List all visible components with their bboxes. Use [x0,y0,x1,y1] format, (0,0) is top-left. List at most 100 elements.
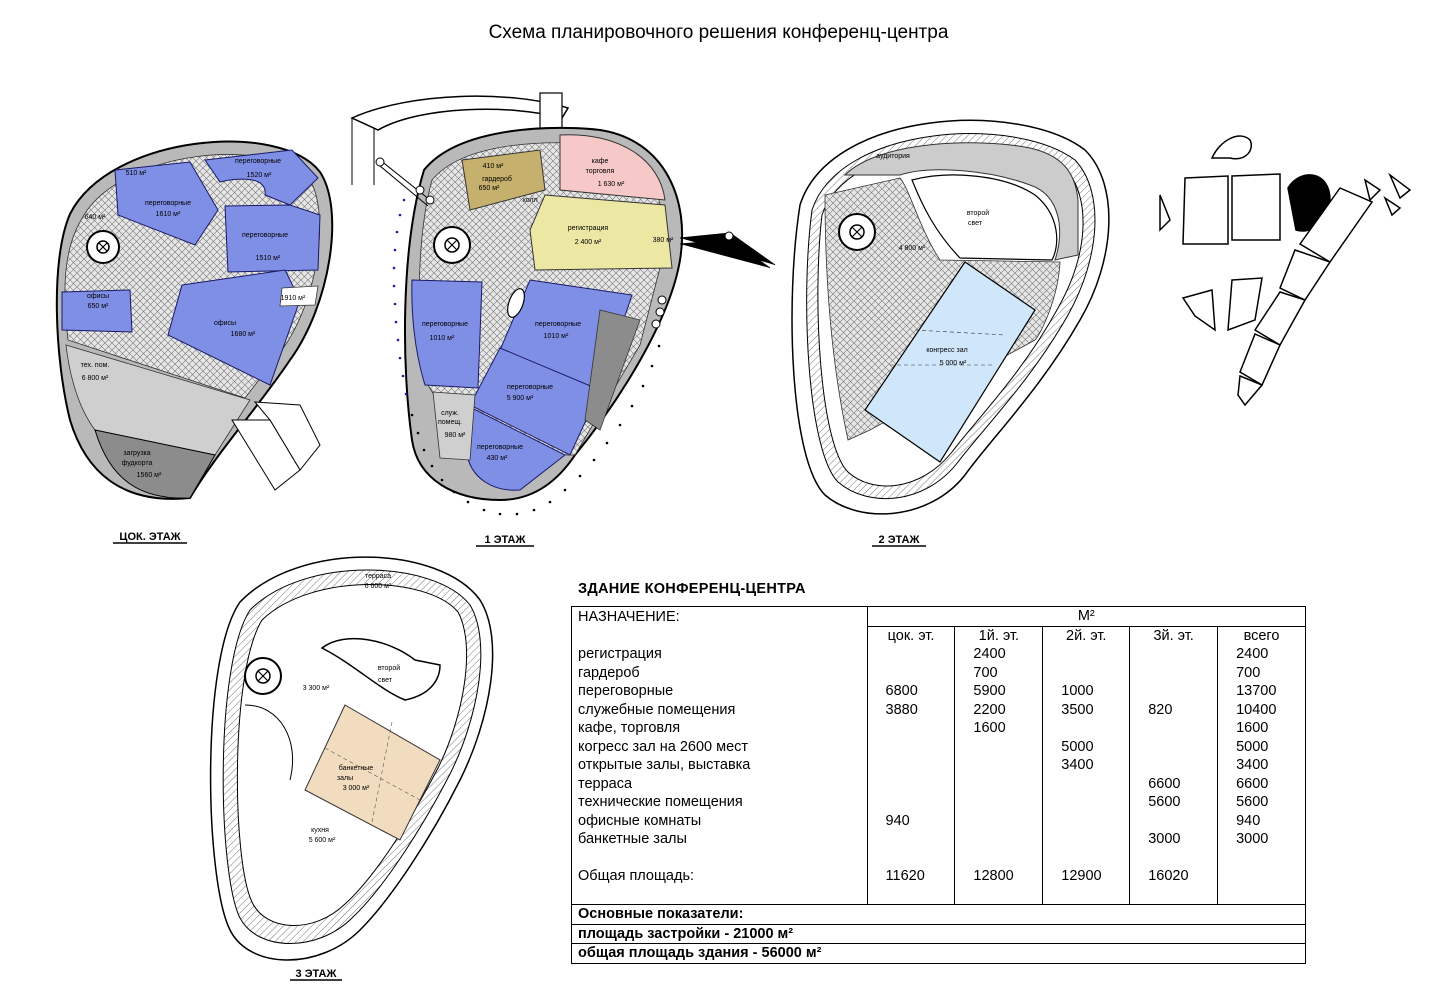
svg-text:загрузка: загрузка [123,450,150,457]
svg-text:6 600 м²: 6 600 м² [365,583,392,590]
table-cell: 5600 [1217,793,1306,812]
table-cell [866,719,956,738]
basement-plan: 510 м² переговорные 1520 м² переговорные… [55,140,334,544]
indicators-row: Основные показатели: [571,904,1306,924]
table-cell [1129,811,1219,830]
svg-text:1680 м²: 1680 м² [231,331,256,338]
svg-text:1910 м²: 1910 м² [281,295,306,302]
svg-text:конгресс зал: конгресс зал [926,347,967,354]
indicators-row: общая площадь здания - 56000 м² [571,943,1306,964]
svg-text:служ.: служ. [441,410,459,417]
total-cell: 11620 [866,867,956,886]
row-label: гардероб [571,663,868,682]
area-table: НАЗНАЧЕНИЕ: М² цок. эт. 1й. эт. 2й. эт. … [571,606,1307,964]
table-cell [954,811,1044,830]
svg-text:второй: второй [378,664,400,672]
svg-text:2 400 м²: 2 400 м² [575,239,602,246]
total-label: Общая площадь: [571,867,868,886]
table-cell [954,793,1044,812]
table-cell: 3400 [1217,756,1306,775]
indicators-heading: Основные показатели: [571,904,1306,924]
table-cell: 940 [866,811,956,830]
second-floor-name: 2 ЭТАЖ [879,534,920,546]
table-cell [1042,774,1131,793]
row-label: терраса [571,774,868,793]
svg-text:6 800 м²: 6 800 м² [82,375,109,382]
table-total-row: Общая площадь: 11620 12800 12900 16020 [571,867,1306,886]
page-title: Схема планировочного решения конференц-ц… [488,22,949,43]
svg-text:5 000 м²: 5 000 м² [940,360,967,367]
svg-text:переговорные: переговорные [242,232,288,239]
svg-text:офисы: офисы [214,320,236,327]
table-column-headers: цок. эт. 1й. эт. 2й. эт. 3й. эт. всего [571,625,1306,645]
column-header: цок. эт. [866,625,956,645]
svg-text:гардероб: гардероб [482,175,512,183]
table-cell [866,793,956,812]
first-floor-labels: 410 м² гардероб 650 м² кафе торговля 1 6… [422,158,674,462]
table-cell [1129,737,1219,756]
row-label: технические помещения [571,793,868,812]
table-cell: 13700 [1217,682,1306,701]
table-cell: 1600 [1217,719,1306,738]
svg-text:переговорные: переговорные [507,384,553,391]
table-cell [1129,682,1219,701]
table-cell [1042,719,1131,738]
table-cell [1129,756,1219,775]
table-cell [954,830,1044,849]
svg-text:офисы: офисы [87,293,109,300]
second-floor-plan: аудитория второй свет 4 800 м² конгресс … [791,119,1110,547]
row-label: когресс зал на 2600 мест [571,737,868,756]
first-floor-plan: 410 м² гардероб 650 м² кафе торговля 1 6… [350,92,776,547]
table-spacer-row [571,848,1306,867]
total-cell [1217,867,1306,886]
site-plan [1159,135,1412,407]
table-cell: 5000 [1217,737,1306,756]
table-cell: 2400 [1217,645,1306,664]
table-cell: 1000 [1042,682,1131,701]
svg-text:5 600 м²: 5 600 м² [309,837,336,844]
svg-text:1010 м²: 1010 м² [544,333,569,340]
table-header-row: НАЗНАЧЕНИЕ: М² [571,606,1307,626]
table-cell [866,645,956,664]
svg-text:свет: свет [378,677,393,684]
svg-text:510 м²: 510 м² [126,170,147,177]
first-floor-name: 1 ЭТАЖ [485,534,526,546]
row-label: кафе, торговля [571,719,868,738]
table-cell: 3000 [1217,830,1306,849]
table-title: ЗДАНИЕ КОНФЕРЕНЦ-ЦЕНТРА [578,581,806,597]
table-cell: 5900 [954,682,1044,701]
row-label: открытые залы, выставка [571,756,868,775]
unit-header: М² [866,606,1307,626]
table-cell: 700 [954,663,1044,682]
svg-text:430 м²: 430 м² [487,455,508,462]
svg-text:1 630 м²: 1 630 м² [598,181,625,188]
svg-text:банкетные: банкетные [339,764,374,772]
indicators-row: площадь застройки - 21000 м² [571,923,1306,944]
svg-text:3 000 м²: 3 000 м² [343,785,370,792]
table-cell: 2200 [954,700,1044,719]
table-cell: 3500 [1042,700,1131,719]
table-cell [866,663,956,682]
total-cell: 12800 [954,867,1044,886]
svg-text:переговорные: переговорные [422,321,468,328]
svg-text:залы: залы [337,775,353,782]
svg-text:кафе: кафе [592,158,609,165]
built-area-indicator: площадь застройки - 21000 м² [571,923,1306,944]
table-cell: 10400 [1217,700,1306,719]
table-cell: 3880 [866,700,956,719]
svg-text:тех. пом.: тех. пом. [81,362,110,369]
table-cell: 6800 [866,682,956,701]
third-floor-plan: терраса 6 600 м² второй свет 3 300 м² ба… [209,556,494,981]
svg-text:1520 м²: 1520 м² [247,172,272,179]
table-cell [1042,663,1131,682]
svg-text:торговля: торговля [586,168,615,175]
